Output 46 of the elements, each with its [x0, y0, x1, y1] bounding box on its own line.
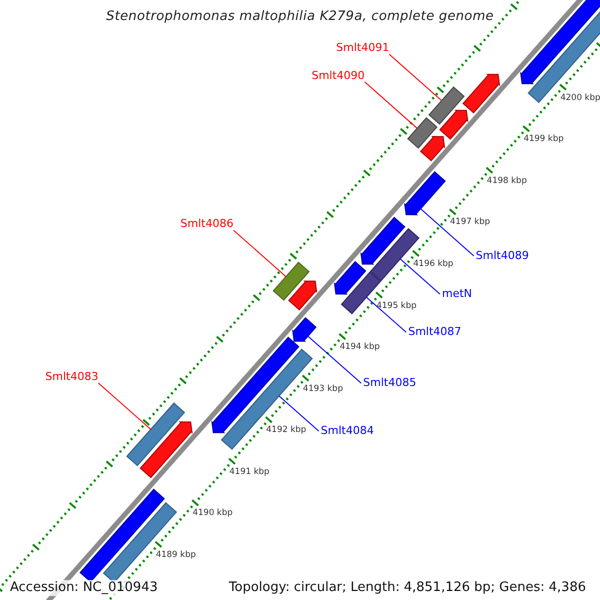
scale-label: 4200 kbp	[560, 92, 600, 103]
gene-bar	[428, 86, 465, 125]
gene-label: Smlt4091	[336, 42, 390, 54]
scale-label: 4199 kbp	[524, 134, 564, 144]
leader-line	[420, 208, 474, 256]
gene-label: Smlt4086	[180, 218, 234, 230]
gene-label: Smlt4084	[320, 425, 374, 438]
pointed-gene-block	[360, 216, 406, 265]
pointed-gene-block	[140, 421, 193, 478]
gene-label: Smlt4083	[45, 370, 98, 383]
footer-text: Accession: NC_010943	[8, 580, 160, 596]
pointed-gene-block	[404, 171, 446, 216]
pointed-gene-block	[292, 317, 317, 342]
gene-label: Smlt4090	[312, 70, 365, 82]
gene-label: Smlt4085	[363, 377, 416, 390]
scale-label: 4192 kbp	[266, 425, 306, 436]
pointed-gene-block	[439, 110, 468, 140]
gene-bar	[272, 262, 310, 301]
pointed-gene-block	[420, 136, 446, 162]
leader-line	[366, 296, 407, 333]
scale-label: 4195 kbp	[376, 300, 417, 311]
gene-label: Smlt4087	[408, 326, 462, 338]
scale-label: 4197 kbp	[450, 217, 490, 228]
leader-line	[364, 81, 418, 129]
scale-label: 4198 kbp	[486, 176, 527, 186]
scale-label: 4189 kbp	[156, 550, 196, 560]
leader-line	[98, 382, 152, 430]
gene-bar	[126, 402, 186, 466]
gene-bar	[407, 117, 438, 149]
footer-text: Topology: circular; Length: 4,851,126 bp; Genes: 4,386	[226, 580, 588, 596]
pointed-gene-block	[334, 261, 366, 295]
gene-label: metN	[442, 288, 472, 300]
scale-label: 4191 kbp	[229, 466, 270, 477]
pointed-gene-block	[520, 0, 600, 84]
leader-line	[400, 258, 440, 295]
pointed-gene-block	[288, 280, 318, 310]
scale-label: 4196 kbp	[413, 259, 454, 270]
leader-line	[308, 336, 362, 384]
leader-line	[388, 54, 442, 102]
gene-label: Smlt4089	[476, 250, 529, 262]
pointed-gene-block	[462, 74, 500, 114]
scale-label: 4194 kbp	[340, 342, 380, 352]
leader-line	[278, 396, 320, 432]
scale-label: 4193 kbp	[302, 384, 343, 394]
title: Stenotrophomonas maltophilia K279a, complete genome	[105, 9, 495, 24]
scale-label: 4190 kbp	[192, 508, 233, 518]
